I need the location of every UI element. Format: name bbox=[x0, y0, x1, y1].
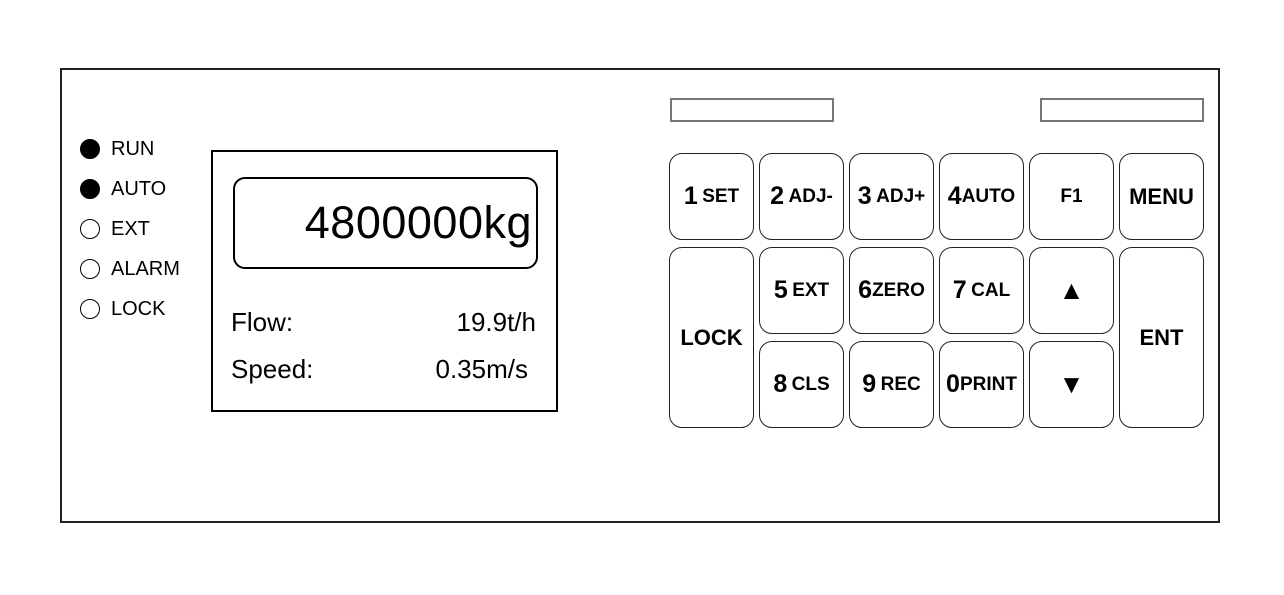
label-slot-left bbox=[670, 98, 834, 122]
key-1-set[interactable]: 1 SET bbox=[669, 153, 754, 240]
led-ext-indicator bbox=[80, 219, 100, 239]
speed-label: Speed: bbox=[231, 353, 314, 384]
key-f1[interactable]: F1 bbox=[1029, 153, 1114, 240]
led-lock: LOCK bbox=[80, 298, 165, 320]
key-9-rec[interactable]: 9 REC bbox=[849, 341, 934, 428]
flow-value: 19.9t/h bbox=[456, 306, 536, 337]
key-menu[interactable]: MENU bbox=[1119, 153, 1204, 240]
speed-row: Speed: 0.35m/s bbox=[231, 354, 528, 384]
key-3-adj-plus[interactable]: 3 ADJ+ bbox=[849, 153, 934, 240]
key-2-adj-minus[interactable]: 2 ADJ- bbox=[759, 153, 844, 240]
led-alarm-indicator bbox=[80, 259, 100, 279]
label-slot-right bbox=[1040, 98, 1204, 122]
led-lock-label: LOCK bbox=[111, 297, 166, 320]
total-weight-readout: 4800000kg bbox=[233, 177, 538, 269]
key-down-arrow[interactable]: ▼ bbox=[1029, 341, 1114, 428]
flow-label: Flow: bbox=[231, 306, 294, 337]
flow-row: Flow: 19.9t/h bbox=[231, 307, 536, 337]
speed-value: 0.35m/s bbox=[435, 353, 529, 384]
total-weight-value: 4800000kg bbox=[304, 197, 532, 248]
led-run-label: RUN bbox=[111, 137, 155, 160]
lcd-display: 4800000kg Flow: 19.9t/h Speed: 0.35m/s bbox=[211, 150, 558, 412]
controller-panel bbox=[60, 68, 1220, 523]
led-alarm: ALARM bbox=[80, 258, 180, 280]
key-8-cls[interactable]: 8 CLS bbox=[759, 341, 844, 428]
led-ext-label: EXT bbox=[111, 217, 150, 240]
led-alarm-label: ALARM bbox=[111, 257, 180, 280]
key-5-ext[interactable]: 5 EXT bbox=[759, 247, 844, 334]
down-arrow-icon: ▼ bbox=[1058, 369, 1085, 399]
led-lock-indicator bbox=[80, 299, 100, 319]
led-run-indicator bbox=[80, 139, 100, 159]
up-arrow-icon: ▲ bbox=[1058, 275, 1085, 305]
led-auto-label: AUTO bbox=[111, 177, 167, 200]
key-up-arrow[interactable]: ▲ bbox=[1029, 247, 1114, 334]
led-run: RUN bbox=[80, 138, 154, 160]
key-lock[interactable]: LOCK bbox=[669, 247, 754, 428]
led-auto: AUTO bbox=[80, 178, 166, 200]
key-ent[interactable]: ENT bbox=[1119, 247, 1204, 428]
led-ext: EXT bbox=[80, 218, 150, 240]
key-7-cal[interactable]: 7 CAL bbox=[939, 247, 1024, 334]
led-auto-indicator bbox=[80, 179, 100, 199]
